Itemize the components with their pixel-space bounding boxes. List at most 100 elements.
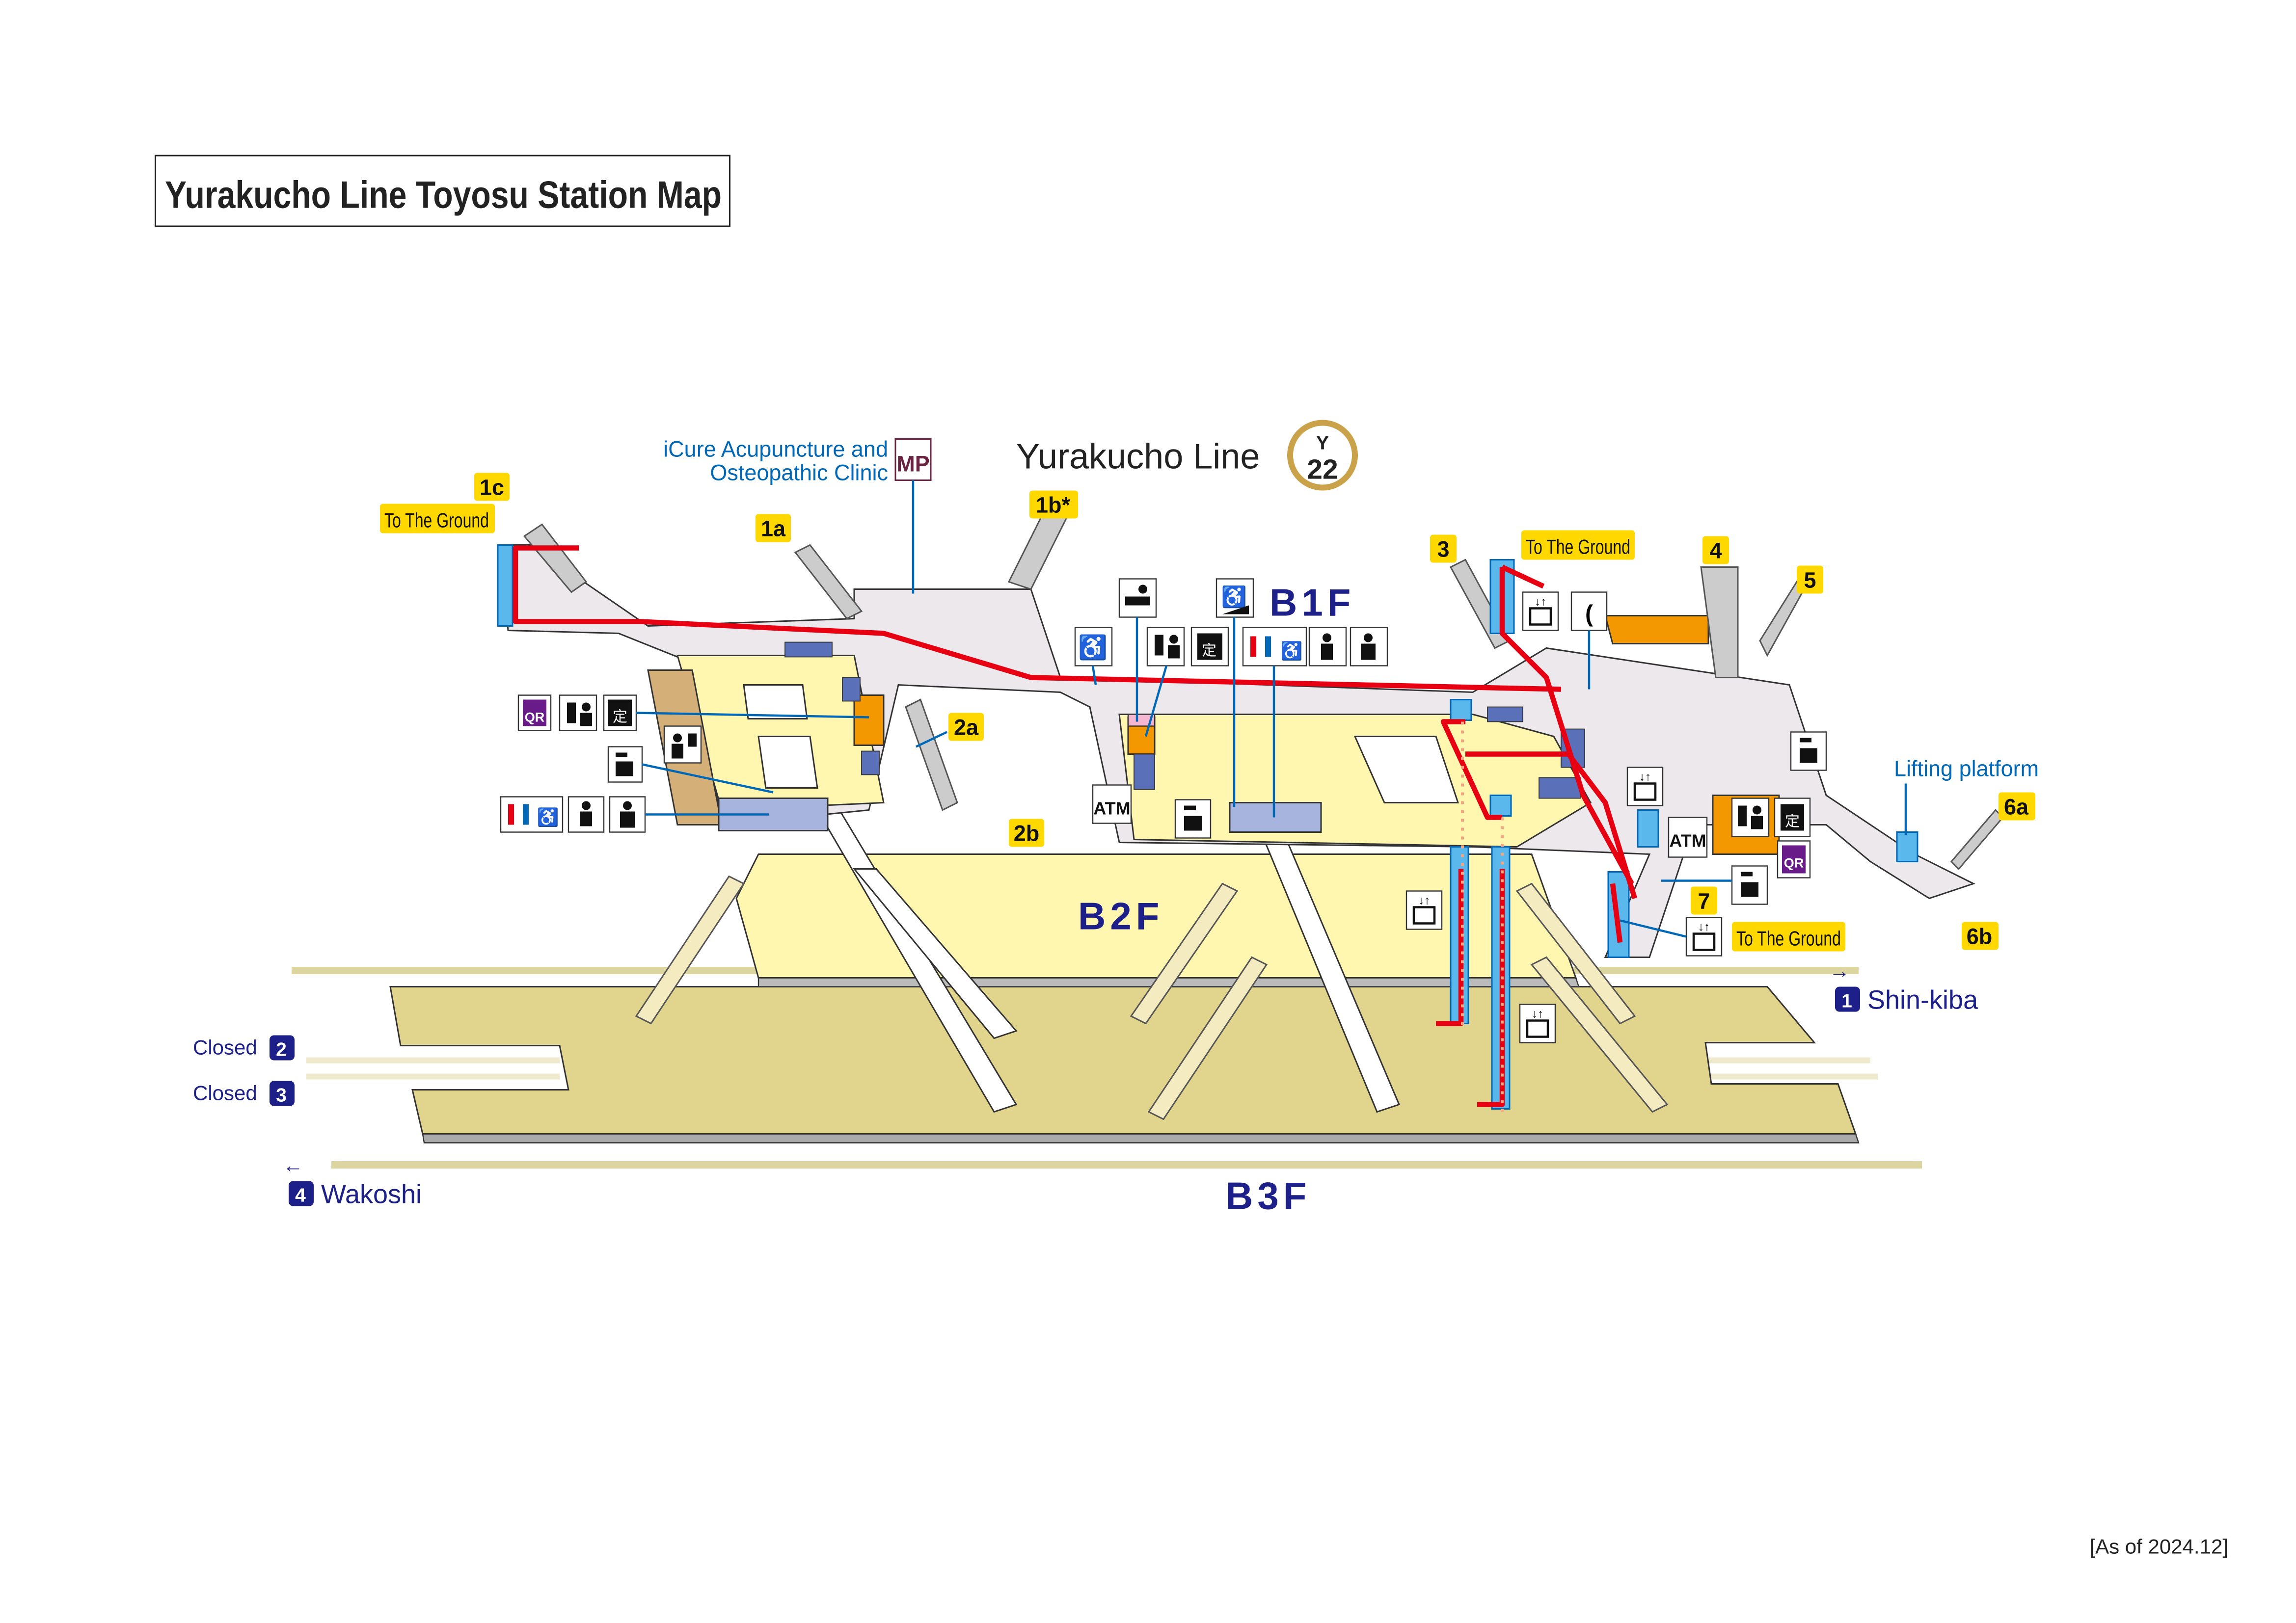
svg-text:To The Ground: To The Ground [1736,927,1841,950]
svg-text:4: 4 [295,1185,306,1206]
qr-ticket-machine-icon: QR [517,694,552,731]
svg-text:Wakoshi: Wakoshi [321,1180,422,1209]
elevator-icon: ↓↑ [1685,917,1723,957]
restroom-icon: ♿ [1242,627,1307,666]
svg-text:1b*: 1b* [1036,493,1071,518]
ticket-machine-icon [559,694,597,731]
exit-badge-7[interactable]: 7 [1691,886,1717,915]
elevator-icon: ↓↑ [1522,591,1559,631]
fare-adjustment-icon: 定 [603,694,637,731]
fare-adjustment-icon: 定 [1774,798,1811,837]
slope-wheelchair-icon: ♿ [1216,578,1254,618]
exit-badge-1c[interactable]: 1c [474,473,510,501]
svg-text:3: 3 [276,1085,287,1106]
svg-text:↓↑: ↓↑ [1535,595,1546,609]
exit-badge-5[interactable]: 5 [1797,565,1823,594]
svg-text:QR: QR [1784,856,1804,871]
svg-text:To The Ground: To The Ground [384,509,489,532]
atm-icon: ATM [1668,817,1708,858]
svg-text:定: 定 [1202,643,1216,659]
svg-text:↓↑: ↓↑ [1698,921,1710,934]
svg-text:1a: 1a [761,516,786,541]
svg-text:↓↑: ↓↑ [1418,894,1430,907]
svg-text:1c: 1c [480,475,504,500]
lifting-platform-label: Lifting platform [1894,756,2039,781]
clinic-label[interactable]: iCure Acupuncture and Osteopathic Clinic… [663,437,932,594]
first-aid-room-icon [1350,627,1388,666]
svg-text:←: ← [283,1154,303,1177]
svg-text:7: 7 [1698,889,1710,914]
to-ground-label-7: To The Ground [1732,922,1845,952]
svg-text:♿: ♿ [1221,585,1247,609]
direction-wakoshi: ← 4 Wakoshi [283,1154,422,1209]
closed-track-2: Closed 2 [193,1035,295,1061]
svg-text:2a: 2a [954,715,979,740]
b3f-platform [389,986,1857,1135]
svg-text:♿: ♿ [1078,634,1107,661]
accessible-route [513,545,1638,1112]
exit-badge-3[interactable]: 3 [1430,534,1457,563]
ticket-office-icon [1118,578,1157,618]
ticket-machine-icon [1146,627,1185,666]
exit-badge-1b[interactable]: 1b* [1029,490,1078,519]
coin-locker-icon [1174,799,1212,839]
svg-text:Y: Y [1316,433,1329,454]
svg-text:22: 22 [1307,454,1338,485]
wheelchair-icon: ♿ [1074,627,1113,666]
svg-text:定: 定 [1785,814,1800,830]
svg-text:iCure Acupuncture and: iCure Acupuncture and [663,437,888,462]
exit-badge-6a[interactable]: 6a [1999,792,2035,821]
coin-locker-icon [1790,731,1827,771]
atm-icon: ATM [1092,784,1132,824]
svg-text:4: 4 [1709,538,1722,563]
svg-text:♿: ♿ [1281,641,1303,661]
svg-text:5: 5 [1804,568,1816,593]
exit-badge-6b[interactable]: 6b [1962,922,1999,950]
svg-text:(: ( [1585,601,1593,627]
map-title: Yurakucho Line Toyosu Station Map [155,155,730,227]
svg-text:Osteopathic Clinic: Osteopathic Clinic [710,460,888,485]
facility-icons: QR 定 ♿ ♿ 定 ♿ ♿ ATM ↓↑ ( ↓↑ ATM 定 QR ↓↑ ↓… [500,578,1827,1043]
exit-badge-4[interactable]: 4 [1702,536,1729,564]
elevator-icon: ↓↑ [1405,890,1443,930]
svg-text:QR: QR [525,710,545,725]
station-office-icon [663,725,702,764]
lifting-platform-shape [1896,831,1918,862]
svg-text:2: 2 [276,1039,287,1061]
first-aid-room-icon [609,796,646,833]
svg-text:定: 定 [613,709,627,725]
svg-text:6a: 6a [2004,795,2029,820]
closed-track-3: Closed 3 [193,1081,295,1106]
floor-label-b3f: B3F [1225,1174,1311,1218]
qr-ticket-machine-icon: QR [1777,840,1811,878]
baby-changing-icon [567,796,605,833]
exit-badge-2b[interactable]: 2b [1009,819,1044,847]
svg-text:ATM: ATM [1669,831,1706,851]
svg-text:↓↑: ↓↑ [1639,771,1651,784]
svg-text:Shin-kiba: Shin-kiba [1867,985,1978,1015]
exit-badge-1a[interactable]: 1a [756,514,791,542]
telephone-icon: ( [1570,591,1608,631]
svg-text:Closed: Closed [193,1082,257,1105]
svg-text:To The Ground: To The Ground [1526,535,1630,559]
station-number-badge: Y 22 [1287,420,1358,491]
svg-text:2b: 2b [1014,821,1040,846]
svg-text:Yurakucho Line Toyosu Station: Yurakucho Line Toyosu Station Map [165,173,722,216]
to-ground-label-1c: To The Ground [380,504,495,533]
svg-text:6b: 6b [1967,924,1993,949]
svg-text:Closed: Closed [193,1036,257,1059]
fare-adjustment-icon: 定 [1190,627,1229,666]
mp-icon: MP [896,452,930,477]
baby-changing-icon [1308,627,1347,666]
exit-badge-2a[interactable]: 2a [948,713,984,741]
exit-corridor-4 [1604,615,1709,644]
to-ground-label-3: To The Ground [1521,530,1635,560]
restroom-area [1229,802,1322,833]
leader-lines [636,617,1732,938]
svg-text:3: 3 [1437,537,1449,562]
elevator-icon: ↓↑ [1626,767,1664,806]
as-of-date: [As of 2024.12] [2089,1535,2228,1558]
svg-text:→: → [1829,959,1850,983]
ticket-machine-icon [1731,798,1770,837]
